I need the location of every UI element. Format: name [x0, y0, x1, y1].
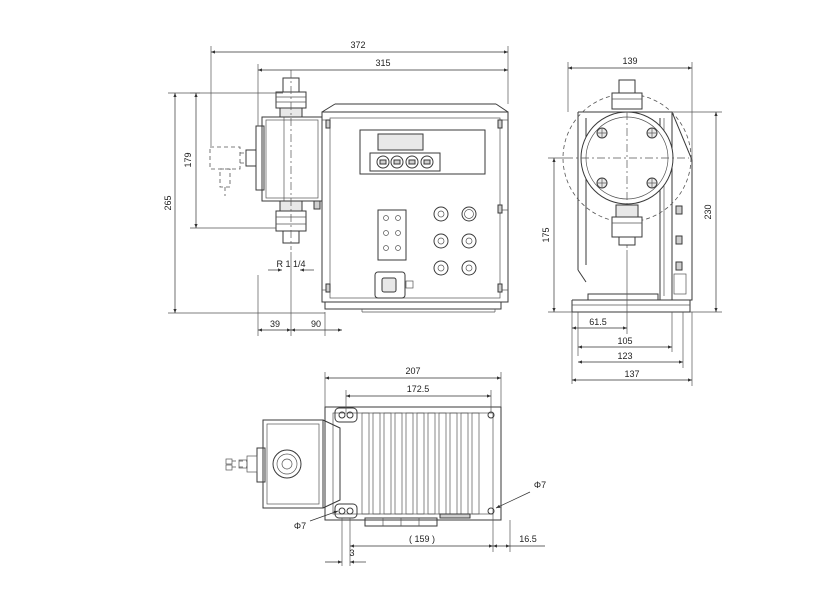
- dim-phi7-right: Φ7: [534, 480, 546, 490]
- front-dimensions: 372 315 265 179 R 1 1/4 39 90: [163, 40, 509, 336]
- top-view: [225, 406, 502, 527]
- dim-175: 175: [541, 227, 551, 242]
- front-view: [209, 70, 509, 313]
- top-base-outline: [324, 406, 502, 521]
- dim-3: 3: [349, 548, 354, 558]
- dosing-head-side: [580, 111, 674, 205]
- dim-61-5: 61.5: [589, 317, 607, 327]
- dim-137: 137: [624, 369, 639, 379]
- control-panel: [359, 129, 486, 175]
- dim-16-5: 16.5: [519, 534, 537, 544]
- top-dimensions: 207 172.5 Φ7 Φ7 ( 159 ) 3 16.5: [294, 366, 546, 566]
- dim-159: ( 159 ): [409, 534, 435, 544]
- cooling-fins: [361, 412, 480, 515]
- dim-phi7-left: Φ7: [294, 521, 306, 531]
- bolt-icons: [596, 127, 658, 189]
- dim-123: 123: [617, 351, 632, 361]
- dim-179: 179: [183, 152, 193, 167]
- dim-172-5: 172.5: [407, 384, 430, 394]
- dim-39: 39: [270, 319, 280, 329]
- display: [377, 133, 424, 151]
- dosing-head: [261, 116, 323, 202]
- dim-230: 230: [703, 204, 713, 219]
- dim-105: 105: [617, 336, 632, 346]
- dim-315: 315: [375, 58, 390, 68]
- dim-265: 265: [163, 195, 173, 210]
- dosing-head-top: [262, 419, 324, 509]
- side-view: [562, 79, 693, 313]
- dim-90: 90: [311, 319, 321, 329]
- power-switch: [374, 271, 406, 299]
- dim-372: 372: [350, 40, 365, 50]
- dim-207: 207: [405, 366, 420, 376]
- connector-block: [377, 209, 407, 261]
- side-dimensions: 139 230 175 61.5 105 123 137: [541, 56, 722, 386]
- socket-icons: [433, 206, 477, 276]
- dim-139: 139: [622, 56, 637, 66]
